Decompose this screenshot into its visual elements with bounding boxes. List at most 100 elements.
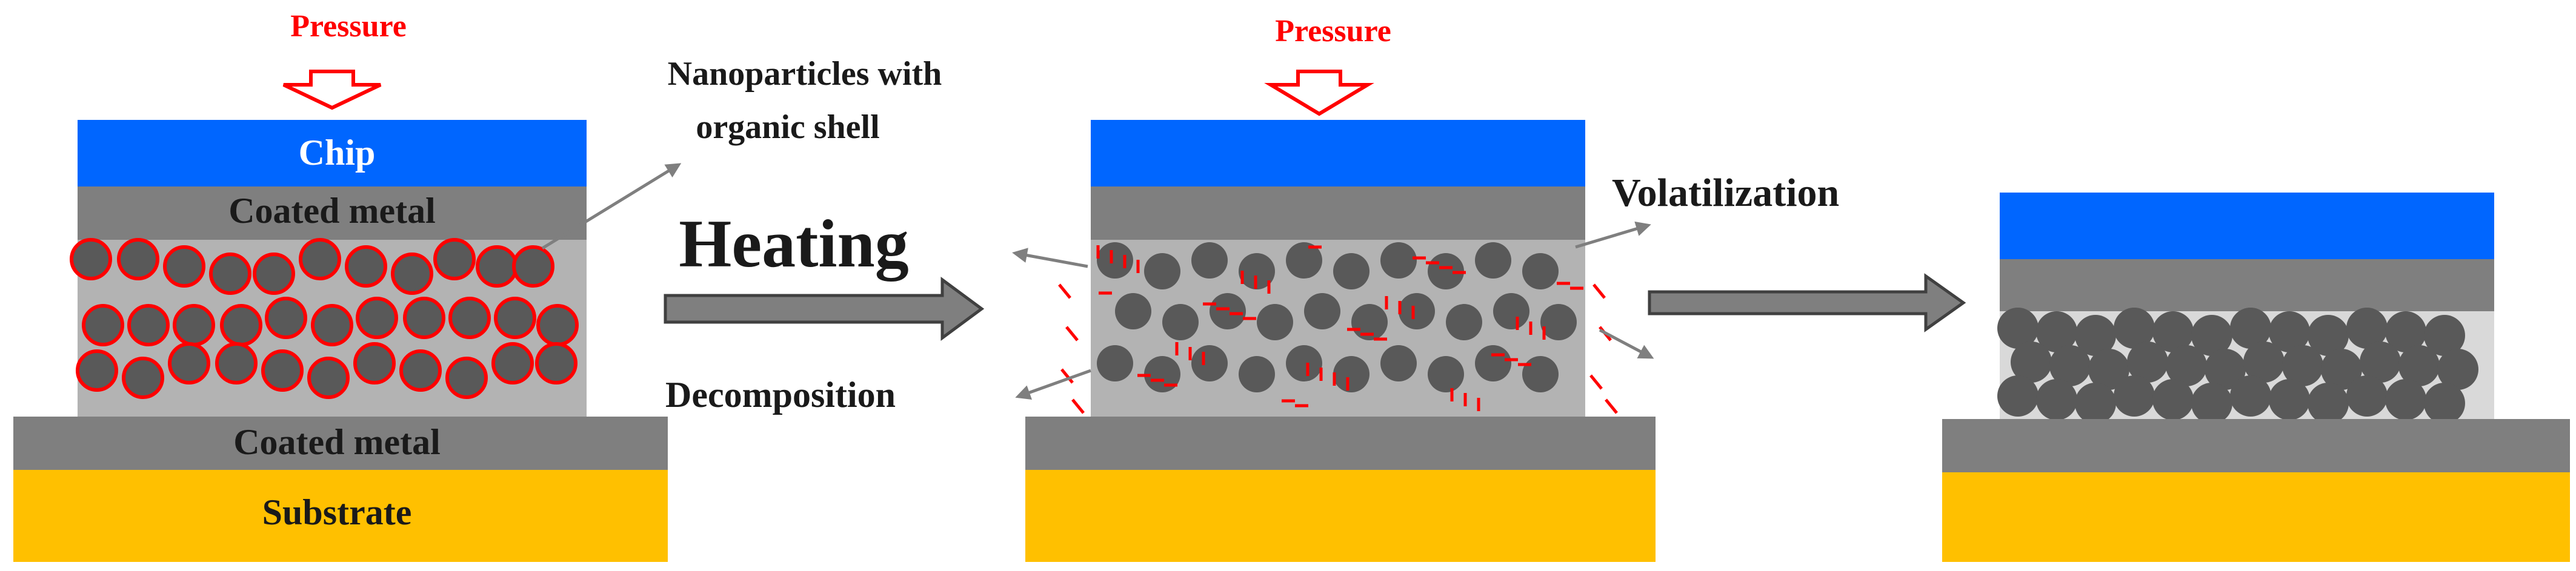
particle <box>1191 345 1228 381</box>
sintered-particle <box>2127 342 2168 383</box>
nanoparticle <box>356 297 398 339</box>
sintered-particle <box>2269 311 2310 352</box>
sintered-particle <box>2398 345 2440 386</box>
sintered-particle <box>1997 308 2039 349</box>
particle <box>1540 304 1577 340</box>
volatilization-arrow-upper <box>1575 221 1651 249</box>
coated-metal-bottom-1 <box>13 417 668 470</box>
coated-metal-bottom-label: Coated metal <box>233 422 441 462</box>
sintered-particle <box>2360 342 2401 383</box>
nanoparticle <box>168 342 210 385</box>
sintered-particle <box>2385 311 2426 352</box>
decomposing-shell-fragments <box>1058 245 1618 414</box>
sintered-particle <box>2075 315 2116 356</box>
particle <box>1286 242 1322 279</box>
particle <box>1144 356 1180 392</box>
sintered-particle <box>2321 349 2362 390</box>
chip-layer-3 <box>2000 193 2494 259</box>
particle <box>1257 304 1293 340</box>
sintered-particle <box>2049 345 2091 386</box>
particle <box>1115 293 1151 329</box>
nanoparticle <box>494 297 536 339</box>
sintered-particles <box>1997 308 2478 424</box>
shell-fragment <box>1058 283 1071 299</box>
chip-layer-1 <box>78 120 587 186</box>
shell-fragment <box>1071 398 1085 414</box>
nanoparticle <box>261 349 304 392</box>
shell-fragment <box>1605 398 1618 414</box>
particle <box>1522 253 1559 289</box>
sintered-particle <box>2191 383 2232 424</box>
pressure-label-2: Pressure <box>1275 14 1391 48</box>
particle <box>1144 253 1180 289</box>
nanoparticle <box>173 304 215 346</box>
sintered-particle <box>2282 345 2323 386</box>
stage-3 <box>1942 193 2570 562</box>
sintered-particle <box>2152 379 2194 420</box>
sintered-particle <box>2243 342 2285 383</box>
sintered-particle <box>2269 379 2310 420</box>
particle <box>1351 304 1388 340</box>
nanoparticle <box>345 245 387 288</box>
nanoparticle <box>209 252 251 295</box>
heating-arrow <box>664 277 985 341</box>
nanoparticle <box>535 342 577 385</box>
sintered-particle <box>2385 379 2426 420</box>
coated-metal-top-1 <box>78 186 587 240</box>
particle <box>1286 345 1322 381</box>
nanoparticle <box>311 304 353 346</box>
nanoparticle <box>82 304 124 346</box>
coated-metal-top-3 <box>2000 259 2494 311</box>
particle <box>1333 253 1370 289</box>
particle <box>1380 242 1417 279</box>
nanoparticles-with-shell <box>70 238 579 399</box>
sintered-particle <box>2424 383 2465 424</box>
nanoparticle <box>215 342 258 385</box>
coated-metal-bottom-3 <box>1942 419 2570 472</box>
substrate-layer-3 <box>1942 472 2570 562</box>
substrate-layer-2 <box>1025 470 1656 562</box>
particle <box>1097 345 1133 381</box>
particle <box>1210 293 1246 329</box>
nanoparticles-label-line1: Nanoparticles with <box>668 55 942 93</box>
particle <box>1399 293 1435 329</box>
nanoparticle <box>76 349 118 392</box>
particle <box>1446 304 1482 340</box>
particle <box>1522 356 1559 392</box>
particle <box>1304 293 1340 329</box>
stage-1: Pressure Chip Coated metal Coated metal … <box>13 9 942 562</box>
nanoparticle <box>253 252 295 295</box>
sintered-particle <box>2424 315 2465 356</box>
nanoparticle-callout-arrow <box>541 163 682 250</box>
sintered-particle <box>2205 349 2246 390</box>
nanoparticle <box>353 342 396 385</box>
nanoparticle <box>476 245 518 288</box>
decomposing-nanoparticles <box>1097 242 1577 392</box>
chip-layer-2 <box>1091 120 1585 186</box>
particle <box>1475 345 1511 381</box>
sintered-particle <box>2088 349 2129 390</box>
nanoparticle <box>127 304 170 346</box>
nanoparticle <box>448 297 491 339</box>
volatilization-label: Volatilization <box>1612 171 1839 215</box>
shell-fragment <box>1593 283 1606 299</box>
sintered-particle <box>2346 375 2388 417</box>
sintered-particle <box>2230 375 2271 417</box>
sintered-particle <box>2308 315 2349 356</box>
sintered-particle <box>1997 375 2039 417</box>
sintered-particle <box>2152 311 2194 352</box>
nanoparticle <box>265 297 307 339</box>
stage-2: Pressure Decomposition Volatilization <box>665 14 1839 562</box>
sintered-particle <box>2036 379 2077 420</box>
shell-fragment <box>1065 326 1079 342</box>
sintered-particle <box>2166 345 2207 386</box>
sintered-particle <box>2308 383 2349 424</box>
nanoparticle <box>399 349 442 392</box>
sintered-particle <box>2437 349 2478 390</box>
particle <box>1475 242 1511 279</box>
shell-fragment <box>1060 368 1074 384</box>
sintered-particle <box>2114 308 2155 349</box>
nanoparticle <box>163 245 205 288</box>
nanoparticle <box>433 238 476 280</box>
decomposition-arrow-lower <box>1015 369 1091 400</box>
